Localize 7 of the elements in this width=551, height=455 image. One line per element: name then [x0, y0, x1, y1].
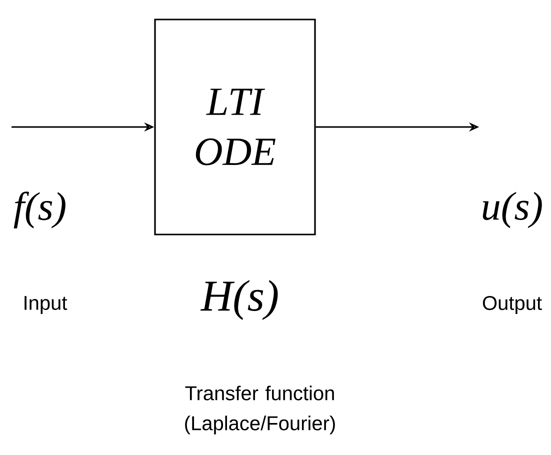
signal-label: Input	[24, 296, 68, 314]
system-box: LTI ODE	[154, 18, 316, 236]
transfer-function-symbol: H(s)	[200, 280, 278, 320]
signal-symbol: f(s)	[14, 192, 66, 228]
signal-label: Output	[482, 296, 542, 314]
signal-symbol: u(s)	[482, 192, 542, 228]
caption: Transfer function (Laplace/Fourier)	[185, 386, 335, 434]
